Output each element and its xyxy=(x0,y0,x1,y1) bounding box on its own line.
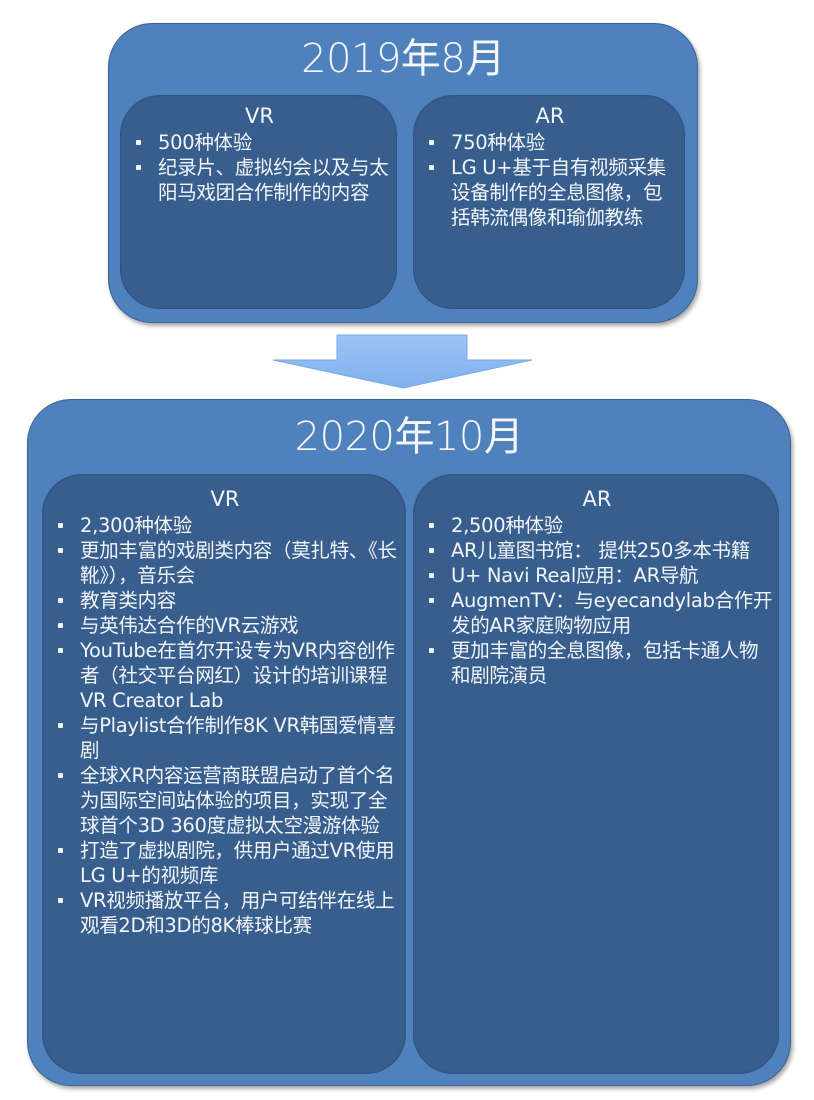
bullet-icon xyxy=(429,648,434,653)
list-item: U+ Navi Real应用：AR导航 xyxy=(421,563,773,588)
ar-list: 750种体验 LG U+基于自有视频采集设备制作的全息图像，包括韩流偶像和瑜伽教… xyxy=(421,130,679,230)
ar-box-2019: AR 750种体验 LG U+基于自有视频采集设备制作的全息图像，包括韩流偶像和… xyxy=(413,95,685,309)
bullet-icon xyxy=(429,573,434,578)
down-arrow-icon xyxy=(272,334,533,389)
bullet-icon xyxy=(58,723,63,728)
list-item: VR视频播放平台，用户可结伴在线上观看2D和3D的8K棒球比赛 xyxy=(50,888,400,938)
list-item: 更加丰富的全息图像，包括卡通人物和剧院演员 xyxy=(421,638,773,688)
vr-heading: VR xyxy=(210,487,240,511)
panel-title: 2019年8月 xyxy=(301,36,505,82)
ar-box-2020: AR 2,500种体验 AR儿童图书馆： 提供250多本书籍 U+ Navi R… xyxy=(413,474,779,1074)
bullet-icon xyxy=(58,773,63,778)
panel-2019-08: 2019年8月 VR 500种体验 纪录片、虚拟约会以及与太阳马戏团合作制作的内… xyxy=(108,23,698,323)
bullet-icon xyxy=(58,623,63,628)
list-item: 纪录片、虚拟约会以及与太阳马戏团合作制作的内容 xyxy=(128,155,391,205)
bullet-icon xyxy=(58,598,63,603)
vr-list: 2,300种体验 更加丰富的戏剧类内容（莫扎特、《长靴》），音乐会 教育类内容 … xyxy=(50,513,400,938)
list-item: 更加丰富的戏剧类内容（莫扎特、《长靴》），音乐会 xyxy=(50,538,400,588)
vr-box-2019: VR 500种体验 纪录片、虚拟约会以及与太阳马戏团合作制作的内容 xyxy=(120,95,397,309)
bullet-icon xyxy=(58,548,63,553)
list-item: 与Playlist合作制作8K VR韩国爱情喜剧 xyxy=(50,713,400,763)
bullet-icon xyxy=(429,523,434,528)
bullet-icon xyxy=(136,165,141,170)
vr-box-2020: VR 2,300种体验 更加丰富的戏剧类内容（莫扎特、《长靴》），音乐会 教育类… xyxy=(42,474,406,1074)
bullet-icon xyxy=(58,848,63,853)
list-item: LG U+基于自有视频采集设备制作的全息图像，包括韩流偶像和瑜伽教练 xyxy=(421,155,679,230)
bullet-icon xyxy=(58,648,63,653)
list-item: AugmenTV：与eyecandylab合作开发的AR家庭购物应用 xyxy=(421,588,773,638)
panel-2020-10: 2020年10月 VR 2,300种体验 更加丰富的戏剧类内容（莫扎特、《长靴》… xyxy=(27,399,791,1086)
list-item: 教育类内容 xyxy=(50,588,400,613)
list-item: 打造了虚拟剧院，供用户通过VR使用LG U+的视频库 xyxy=(50,838,400,888)
list-item: 500种体验 xyxy=(128,130,391,155)
bullet-icon xyxy=(58,898,63,903)
list-item: 全球XR内容运营商联盟启动了首个名为国际空间站体验的项目，实现了全球首个3D 3… xyxy=(50,763,400,838)
panel-title: 2020年10月 xyxy=(294,414,524,460)
list-item: 2,300种体验 xyxy=(50,513,400,538)
ar-heading: AR xyxy=(535,104,565,128)
vr-heading: VR xyxy=(245,104,274,128)
bullet-icon xyxy=(429,165,434,170)
bullet-icon xyxy=(429,548,434,553)
bullet-icon xyxy=(429,140,434,145)
list-item: AR儿童图书馆： 提供250多本书籍 xyxy=(421,538,773,563)
list-item: YouTube在首尔开设专为VR内容创作者（社交平台网红）设计的培训课程VR C… xyxy=(50,638,400,713)
list-item: 750种体验 xyxy=(421,130,679,155)
bullet-icon xyxy=(136,140,141,145)
list-item: 2,500种体验 xyxy=(421,513,773,538)
bullet-icon xyxy=(58,523,63,528)
ar-heading: AR xyxy=(582,487,612,511)
vr-list: 500种体验 纪录片、虚拟约会以及与太阳马戏团合作制作的内容 xyxy=(128,130,391,205)
list-item: 与英伟达合作的VR云游戏 xyxy=(50,613,400,638)
bullet-icon xyxy=(429,598,434,603)
ar-list: 2,500种体验 AR儿童图书馆： 提供250多本书籍 U+ Navi Real… xyxy=(421,513,773,688)
